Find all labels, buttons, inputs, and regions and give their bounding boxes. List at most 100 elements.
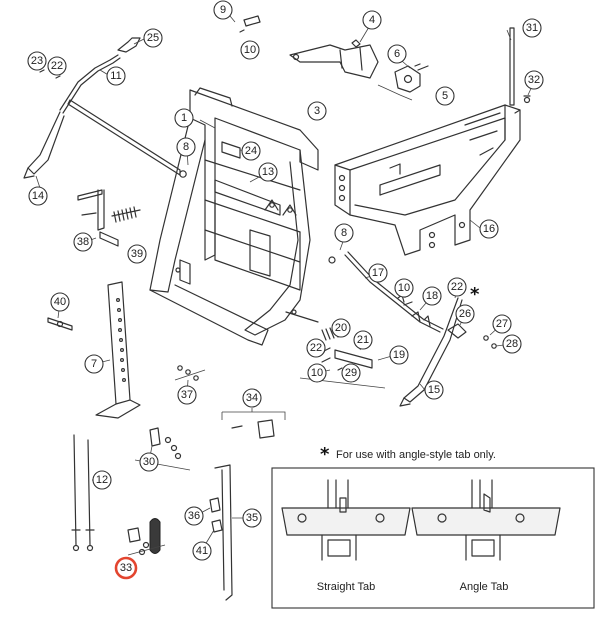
callout-6[interactable]: 6 <box>387 44 407 64</box>
asterisk-marker: * <box>470 284 480 305</box>
svg-text:9: 9 <box>220 4 226 16</box>
callout-32[interactable]: 32 <box>524 70 544 90</box>
svg-text:13: 13 <box>262 166 274 178</box>
svg-text:20: 20 <box>335 322 347 334</box>
callout-35[interactable]: 35 <box>242 508 262 528</box>
callout-34[interactable]: 34 <box>242 388 262 408</box>
callout-18[interactable]: 18 <box>422 286 442 306</box>
callout-27[interactable]: 27 <box>492 314 512 334</box>
svg-text:37: 37 <box>181 389 193 401</box>
svg-text:1: 1 <box>181 112 187 124</box>
clip-36-part <box>209 497 223 533</box>
callout-22-low[interactable]: 22 <box>306 338 326 358</box>
svg-text:39: 39 <box>131 248 143 260</box>
callout-41[interactable]: 41 <box>192 541 212 561</box>
callout-38[interactable]: 38 <box>73 232 93 252</box>
callout-31[interactable]: 31 <box>522 18 542 38</box>
callout-13[interactable]: 13 <box>258 162 278 182</box>
callout-3[interactable]: 3 <box>307 101 327 121</box>
callout-16[interactable]: 16 <box>479 219 499 239</box>
svg-text:27: 27 <box>496 318 508 330</box>
callout-10-right[interactable]: 10 <box>394 278 414 298</box>
straight-tab-illustration: Straight Tab <box>281 479 411 593</box>
svg-text:41: 41 <box>196 545 208 557</box>
rod-35-part <box>214 464 233 601</box>
callout-23[interactable]: 23 <box>27 51 47 71</box>
pin-spring-part <box>47 189 141 331</box>
svg-text:10: 10 <box>311 367 323 379</box>
callout-9[interactable]: 9 <box>213 0 233 20</box>
callout-8-mid[interactable]: 8 <box>334 223 354 243</box>
svg-text:5: 5 <box>442 90 448 102</box>
callout-29[interactable]: 29 <box>341 363 361 383</box>
callout-14[interactable]: 14 <box>28 186 48 206</box>
callout-24[interactable]: 24 <box>241 141 261 161</box>
callout-20[interactable]: 20 <box>331 318 351 338</box>
svg-text:17: 17 <box>372 267 384 279</box>
hardware-34-part <box>221 411 286 439</box>
main-frame-part <box>149 87 319 346</box>
bolt-spring-part <box>285 251 497 407</box>
callout-7[interactable]: 7 <box>84 354 104 374</box>
callout-1[interactable]: 1 <box>174 108 194 128</box>
callout-19[interactable]: 19 <box>389 345 409 365</box>
callout-21[interactable]: 21 <box>353 330 373 350</box>
svg-text:12: 12 <box>96 474 108 486</box>
callout-30[interactable]: 30 <box>139 452 159 472</box>
svg-text:32: 32 <box>528 74 540 86</box>
callout-40[interactable]: 40 <box>50 292 70 312</box>
callout-36[interactable]: 36 <box>184 506 204 526</box>
svg-text:19: 19 <box>393 349 405 361</box>
svg-text:38: 38 <box>77 236 89 248</box>
svg-text:6: 6 <box>394 48 400 60</box>
svg-text:8: 8 <box>341 227 347 239</box>
svg-text:18: 18 <box>426 290 438 302</box>
svg-text:26: 26 <box>459 308 471 320</box>
callout-5[interactable]: 5 <box>435 86 455 106</box>
top-bracket-part <box>117 15 429 101</box>
svg-text:40: 40 <box>54 296 66 308</box>
svg-text:29: 29 <box>345 367 357 379</box>
callout-12[interactable]: 12 <box>92 470 112 490</box>
svg-text:35: 35 <box>246 512 258 524</box>
callout-11[interactable]: 11 <box>106 66 126 86</box>
svg-text:21: 21 <box>357 334 369 346</box>
svg-text:22: 22 <box>310 342 322 354</box>
svg-text:15: 15 <box>428 384 440 396</box>
svg-text:34: 34 <box>246 392 258 404</box>
callout-10-low[interactable]: 10 <box>307 363 327 383</box>
callout-26[interactable]: 26 <box>455 304 475 324</box>
callout-8-top[interactable]: 8 <box>176 137 196 157</box>
svg-text:16: 16 <box>483 223 495 235</box>
callout-4[interactable]: 4 <box>362 10 382 30</box>
callout-39[interactable]: 39 <box>127 244 147 264</box>
callout-33-highlighted[interactable]: 33 <box>114 556 138 580</box>
note-asterisk: * <box>320 444 330 465</box>
svg-text:24: 24 <box>245 145 257 157</box>
callout-10-top[interactable]: 10 <box>240 40 260 60</box>
callout-37[interactable]: 37 <box>177 385 197 405</box>
straight-tab-caption: Straight Tab <box>317 581 376 593</box>
svg-text:10: 10 <box>244 44 256 56</box>
callout-15[interactable]: 15 <box>424 380 444 400</box>
svg-text:3: 3 <box>314 105 320 117</box>
angle-tab-illustration: Angle Tab <box>411 479 561 593</box>
angle-tab-caption: Angle Tab <box>460 581 509 593</box>
svg-text:14: 14 <box>32 190 44 202</box>
callout-25[interactable]: 25 <box>143 28 163 48</box>
svg-text:23: 23 <box>31 55 43 67</box>
callout-22-top[interactable]: 22 <box>47 56 67 76</box>
callout-22-right[interactable]: 22 <box>447 277 467 297</box>
callout-17[interactable]: 17 <box>368 263 388 283</box>
svg-text:7: 7 <box>91 358 97 370</box>
lever-part <box>23 54 187 179</box>
svg-text:33: 33 <box>120 562 132 574</box>
a-frame-part <box>334 27 531 256</box>
svg-text:31: 31 <box>526 22 538 34</box>
svg-text:22: 22 <box>451 281 463 293</box>
note-box: * For use with angle-style tab only. Str… <box>271 444 595 609</box>
svg-text:8: 8 <box>183 141 189 153</box>
callout-28[interactable]: 28 <box>502 334 522 354</box>
jack-stand-part <box>95 281 141 419</box>
